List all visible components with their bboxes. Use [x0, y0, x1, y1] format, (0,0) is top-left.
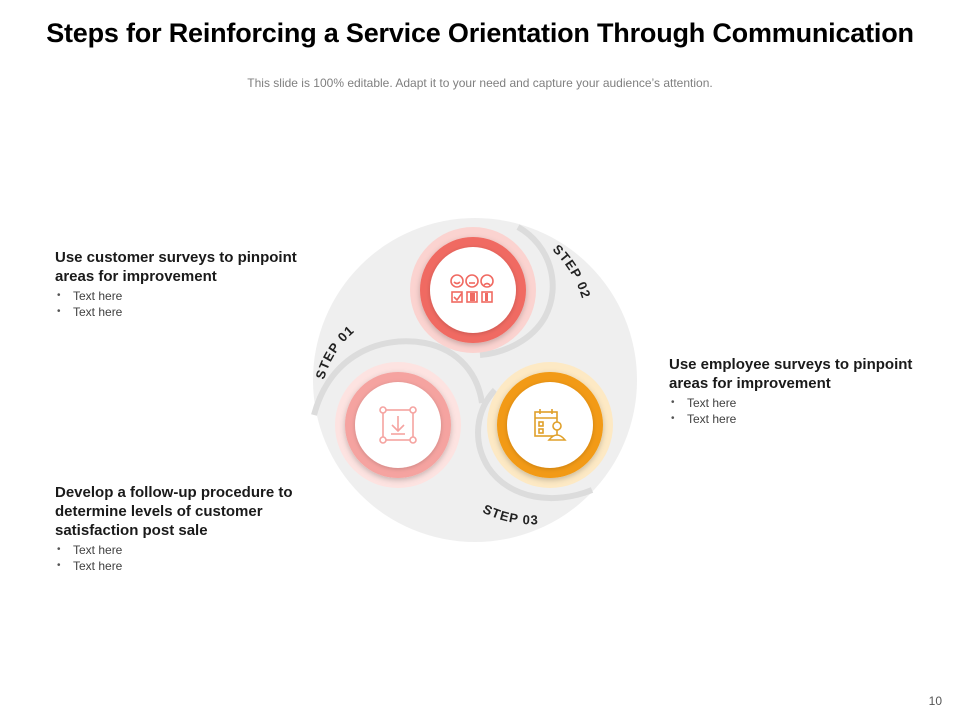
step-02-text-block: Use employee surveys to pinpoint areas f…	[669, 355, 929, 427]
step-01-text-block: Use customer surveys to pinpoint areas f…	[55, 248, 325, 320]
slide-title: Steps for Reinforcing a Service Orientat…	[46, 18, 914, 48]
step-01-heading: Use customer surveys to pinpoint areas f…	[55, 249, 297, 285]
step-cycle-diagram: STEP 01 STEP 02 STEP 03	[311, 218, 637, 542]
customer-feedback-icon	[450, 274, 494, 303]
page-number: 10	[928, 694, 942, 708]
employee-calendar-icon	[534, 409, 567, 441]
bullet-item: Text here	[669, 395, 929, 411]
slide-subtitle: This slide is 100% editable. Adapt it to…	[247, 76, 713, 90]
step-03-bullets: Text here Text here	[55, 542, 325, 574]
step-02-heading: Use employee surveys to pinpoint areas f…	[669, 356, 913, 392]
download-process-icon	[379, 406, 417, 444]
swirl-divider	[479, 224, 556, 358]
bullet-item: Text here	[55, 542, 325, 558]
step-02-badge	[487, 362, 613, 488]
bullet-item: Text here	[55, 558, 325, 574]
step-03-heading: Develop a follow-up procedure to determi…	[55, 484, 293, 539]
swirl-divider	[311, 338, 485, 416]
swirl-divider	[475, 387, 594, 502]
step-01-bullets: Text here Text here	[55, 288, 325, 320]
bullet-item: Text here	[55, 288, 325, 304]
step-01-badge	[410, 227, 536, 353]
bullet-item: Text here	[55, 304, 325, 320]
step-02-bullets: Text here Text here	[669, 395, 929, 427]
bullet-item: Text here	[669, 411, 929, 427]
step-03-badge	[335, 362, 461, 488]
step-03-text-block: Develop a follow-up procedure to determi…	[55, 483, 325, 574]
